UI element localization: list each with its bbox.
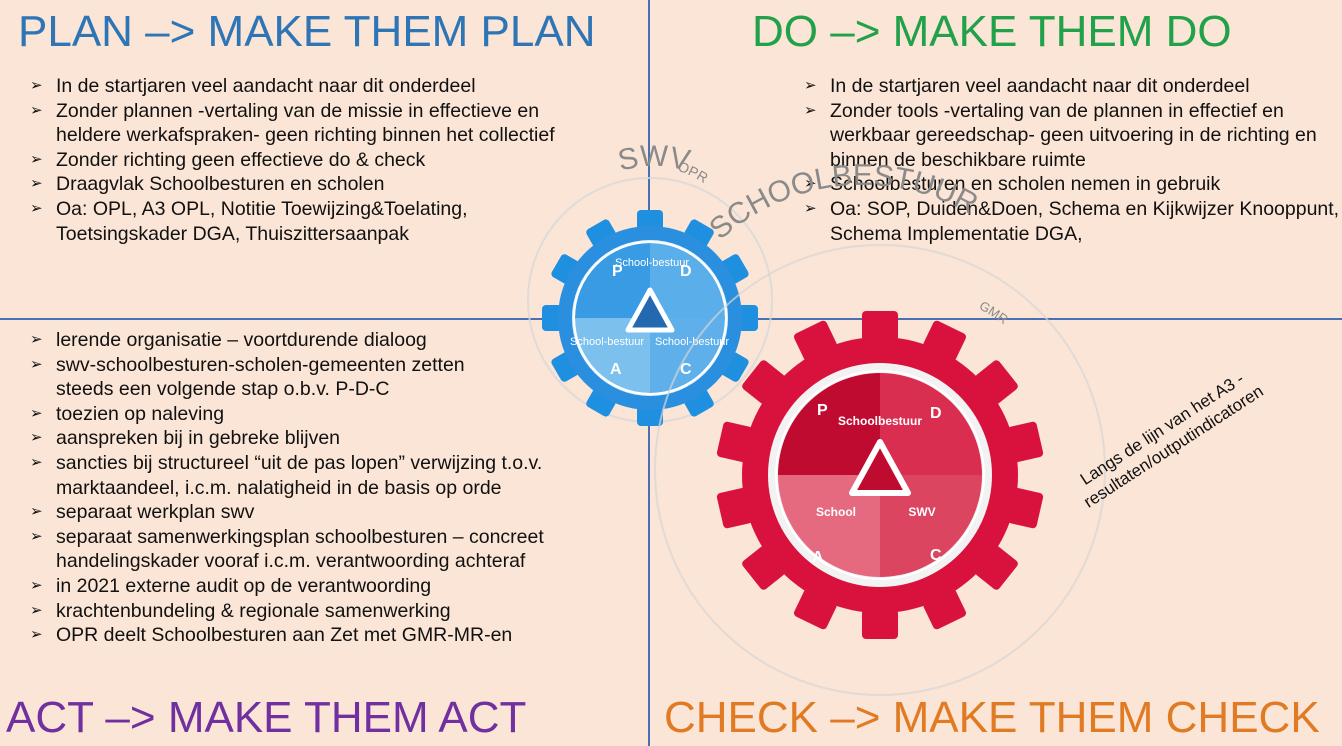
blue-triangle-icon (625, 287, 675, 333)
act-bullet-list: lerende organisatie – voortdurende dialo… (26, 328, 646, 648)
blue-letter-a: A (610, 361, 622, 378)
list-item: In de startjaren veel aandacht naar dit … (800, 74, 1335, 99)
list-item: Zonder plannen -vertaling van de missie … (26, 99, 576, 148)
red-gear-teeth (716, 311, 1044, 639)
gear-tooth (1007, 488, 1044, 529)
gear-tooth (742, 360, 785, 404)
list-item: Zonder richting geen effectieve do & che… (26, 148, 566, 173)
red-arc-title: SCHOOLBESTUUR (703, 159, 983, 246)
red-label-left: School (816, 505, 856, 519)
gear-tooth (738, 305, 758, 331)
gear-tooth (862, 311, 898, 341)
list-item: In de startjaren veel aandacht naar dit … (26, 74, 566, 99)
red-arc-subtitle: GMR (977, 298, 1011, 327)
blue-quadrant-p (575, 243, 650, 318)
plan-title: PLAN –> MAKE THEM PLAN (18, 7, 596, 56)
plan-bullet-list: In de startjaren veel aandacht naar dit … (26, 74, 566, 246)
list-item: Draagvlak Schoolbesturen en scholen (26, 172, 566, 197)
blue-quadrant-a (575, 318, 650, 393)
gear-tooth (716, 421, 753, 462)
do-title: DO –> MAKE THEM DO (752, 7, 1232, 56)
blue-quadrant-c (650, 318, 725, 393)
red-quadrant-d (880, 373, 982, 475)
gear-tooth (716, 488, 753, 529)
blue-label-left: School-bestuur (570, 336, 644, 348)
blue-arc-title: SWV (615, 140, 693, 177)
gear-tooth (1007, 421, 1044, 462)
red-quadrant-p (778, 373, 880, 475)
blue-letter-c: C (680, 361, 692, 378)
list-item: Oa: SOP, Duiden&Doen, Schema en Kijkwijz… (800, 197, 1342, 246)
blue-letter-p: P (612, 263, 623, 280)
list-item: separaat werkplan swv (26, 500, 646, 525)
blue-letter-d: D (680, 263, 692, 280)
check-title: CHECK –> MAKE THEM CHECK (664, 693, 1320, 742)
gear-tooth (637, 210, 663, 230)
list-item: separaat samenwerkingsplan schoolbesture… (26, 525, 676, 574)
blue-gear: School-bestuur School-bestuur School-bes… (527, 140, 773, 426)
list-item: in 2021 externe audit op de verantwoordi… (26, 574, 646, 599)
red-letter-a: A (812, 549, 824, 566)
red-gear: Schoolbestuur School SWV P D A C SCHOOLB… (654, 159, 1106, 696)
red-letter-p: P (817, 402, 828, 419)
act-title: ACT –> MAKE THEM ACT (6, 693, 527, 742)
red-label-top: Schoolbestuur (838, 414, 922, 428)
list-item: Zonder tools -vertaling van de plannen i… (800, 99, 1335, 173)
gear-tooth (542, 305, 562, 331)
gear-tooth (862, 609, 898, 639)
gear-tooth (975, 360, 1018, 404)
red-triangle-icon (849, 439, 911, 496)
red-quadrant-c (880, 475, 982, 577)
gear-tooth (742, 546, 785, 590)
gear-tooth (637, 406, 663, 426)
list-item: sancties bij structureel “uit de pas lop… (26, 451, 656, 500)
blue-quadrant-d (650, 243, 725, 318)
do-bullet-list: In de startjaren veel aandacht naar dit … (800, 74, 1339, 246)
blue-label-right: School-bestuur (655, 336, 729, 348)
list-item: Schoolbesturen en scholen nemen in gebru… (800, 172, 1335, 197)
red-letter-c: C (930, 547, 942, 564)
red-label-right: SWV (908, 505, 935, 519)
red-quadrant-a (778, 475, 880, 577)
list-item: krachtenbundeling & regionale samenwerki… (26, 599, 646, 624)
list-item: swv-schoolbesturen-scholen-gemeenten zet… (26, 353, 486, 402)
blue-label-top: School-bestuur (615, 257, 689, 269)
list-item: lerende organisatie – voortdurende dialo… (26, 328, 646, 353)
list-item: Oa: OPL, A3 OPL, Notitie Toewijzing&Toel… (26, 197, 556, 246)
gear-tooth (975, 546, 1018, 590)
list-item: OPR deelt Schoolbesturen aan Zet met GMR… (26, 623, 646, 648)
list-item: toezien op naleving (26, 402, 646, 427)
red-letter-d: D (930, 405, 942, 422)
list-item: aanspreken bij in gebreke blijven (26, 426, 646, 451)
